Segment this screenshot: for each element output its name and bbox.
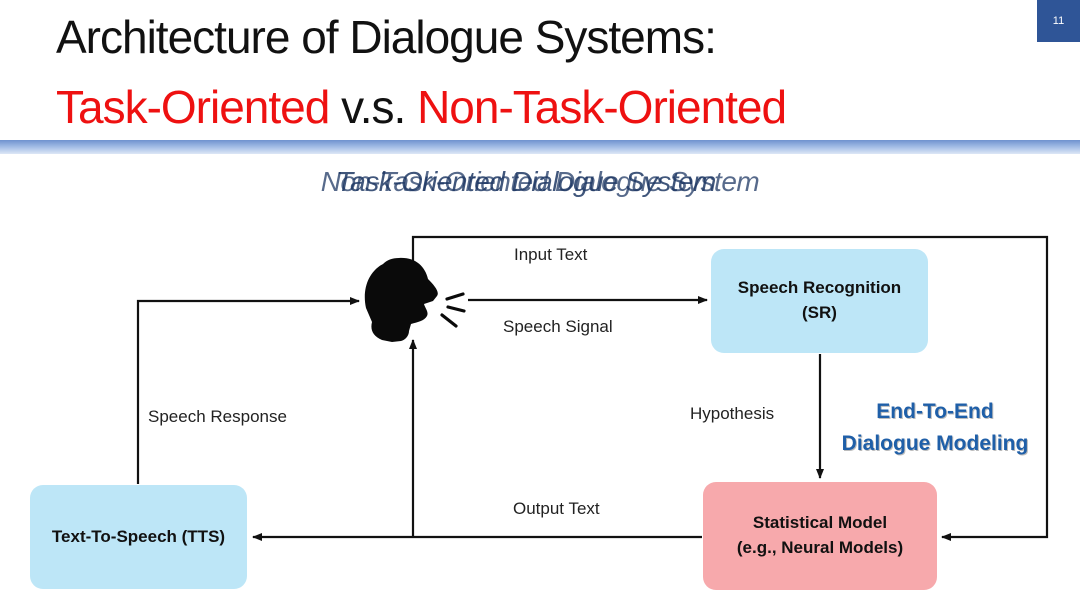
header-divider-band <box>0 140 1080 154</box>
subtitle-task-oriented: Task-Oriented Dialogue System <box>336 166 716 197</box>
statistical-model-example: (e.g., Neural Models) <box>736 538 904 557</box>
page-number: 11 <box>1037 0 1080 42</box>
end-to-end-annotation: End-To-End Dialogue Modeling <box>825 396 1045 459</box>
subtitle-non-task-oriented: Non-Task-Oriented Dialogue System <box>320 166 760 197</box>
title-non-task-oriented: Non-Task-Oriented <box>417 81 787 133</box>
end-to-end-line-2: Dialogue Modeling <box>841 431 1029 455</box>
text-to-speech-box: Text-To-Speech (TTS) <box>30 485 247 589</box>
statistical-model-box: Statistical Model (e.g., Neural Models) <box>703 482 937 590</box>
label-output-text: Output Text <box>513 499 600 518</box>
title-vs: v.s. <box>329 81 418 133</box>
edge-speech-response <box>136 297 360 484</box>
speech-recognition-abbrev: (SR) <box>802 303 837 322</box>
label-input-text: Input Text <box>514 245 588 264</box>
label-speech-signal: Speech Signal <box>503 317 613 336</box>
speech-recognition-box: Speech Recognition (SR) <box>711 249 928 353</box>
title-task-oriented: Task-Oriented <box>56 81 330 133</box>
slide-title-line-1: Architecture of Dialogue Systems: <box>56 11 717 63</box>
label-hypothesis: Hypothesis <box>690 404 775 423</box>
label-speech-response: Speech Response <box>148 407 287 426</box>
edge-end-to-end-loop <box>411 235 1049 541</box>
statistical-model-title: Statistical Model <box>752 513 888 533</box>
text-to-speech-title: Text-To-Speech (TTS) <box>51 526 226 546</box>
speaking-head-icon <box>364 257 466 342</box>
end-to-end-line-1: End-To-End <box>876 400 994 423</box>
speech-recognition-title: Speech Recognition <box>737 278 902 298</box>
slide-title-line-2: Task-Oriented v.s. Non-Task-Oriented <box>56 81 787 133</box>
